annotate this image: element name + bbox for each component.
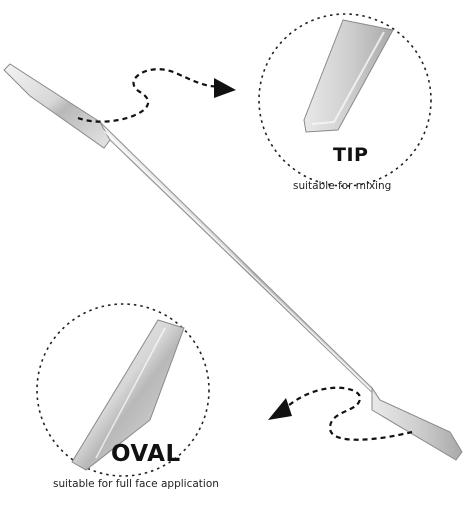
tip-title: TIP [333,144,369,166]
spatula [3,63,463,461]
oval-caption: suitable for full face application [53,478,219,490]
oval-title: OVAL [111,441,181,467]
curvy-dashed-arrow-icon [77,68,236,123]
curvy-dashed-arrow-icon [268,386,413,441]
tip-callout-circle [258,13,432,187]
tip-caption: suitable for mixing [293,180,392,192]
oval-callout-circle [36,303,210,477]
